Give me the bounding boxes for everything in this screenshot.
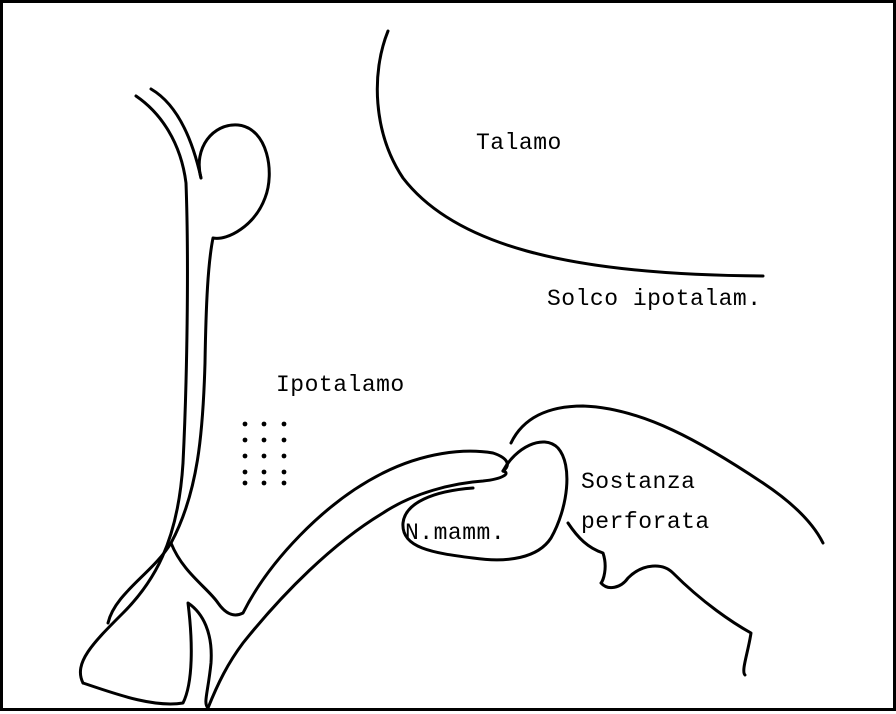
label-sostanza-line2: perforata <box>581 509 710 536</box>
label-nucleo-mammillare: N.mamm. <box>405 520 505 547</box>
infundibulum-left <box>83 603 211 708</box>
perforated-substance-lower <box>568 523 751 675</box>
label-ipotalamo: Ipotalamo <box>276 372 405 399</box>
thalamus-outline <box>377 31 763 276</box>
lamina-outer-wall <box>80 96 187 683</box>
tuber-floor <box>208 471 506 708</box>
label-sostanza-line1: Sostanza <box>581 469 695 496</box>
optic-recess-bulb <box>108 125 269 623</box>
label-solco-ipotalamico: Solco ipotalam. <box>547 286 762 313</box>
lamina-inner-wall <box>151 89 201 178</box>
label-talamo: Talamo <box>476 130 562 157</box>
dot-pattern <box>243 422 287 486</box>
hypothalamus-drawing <box>3 3 896 714</box>
